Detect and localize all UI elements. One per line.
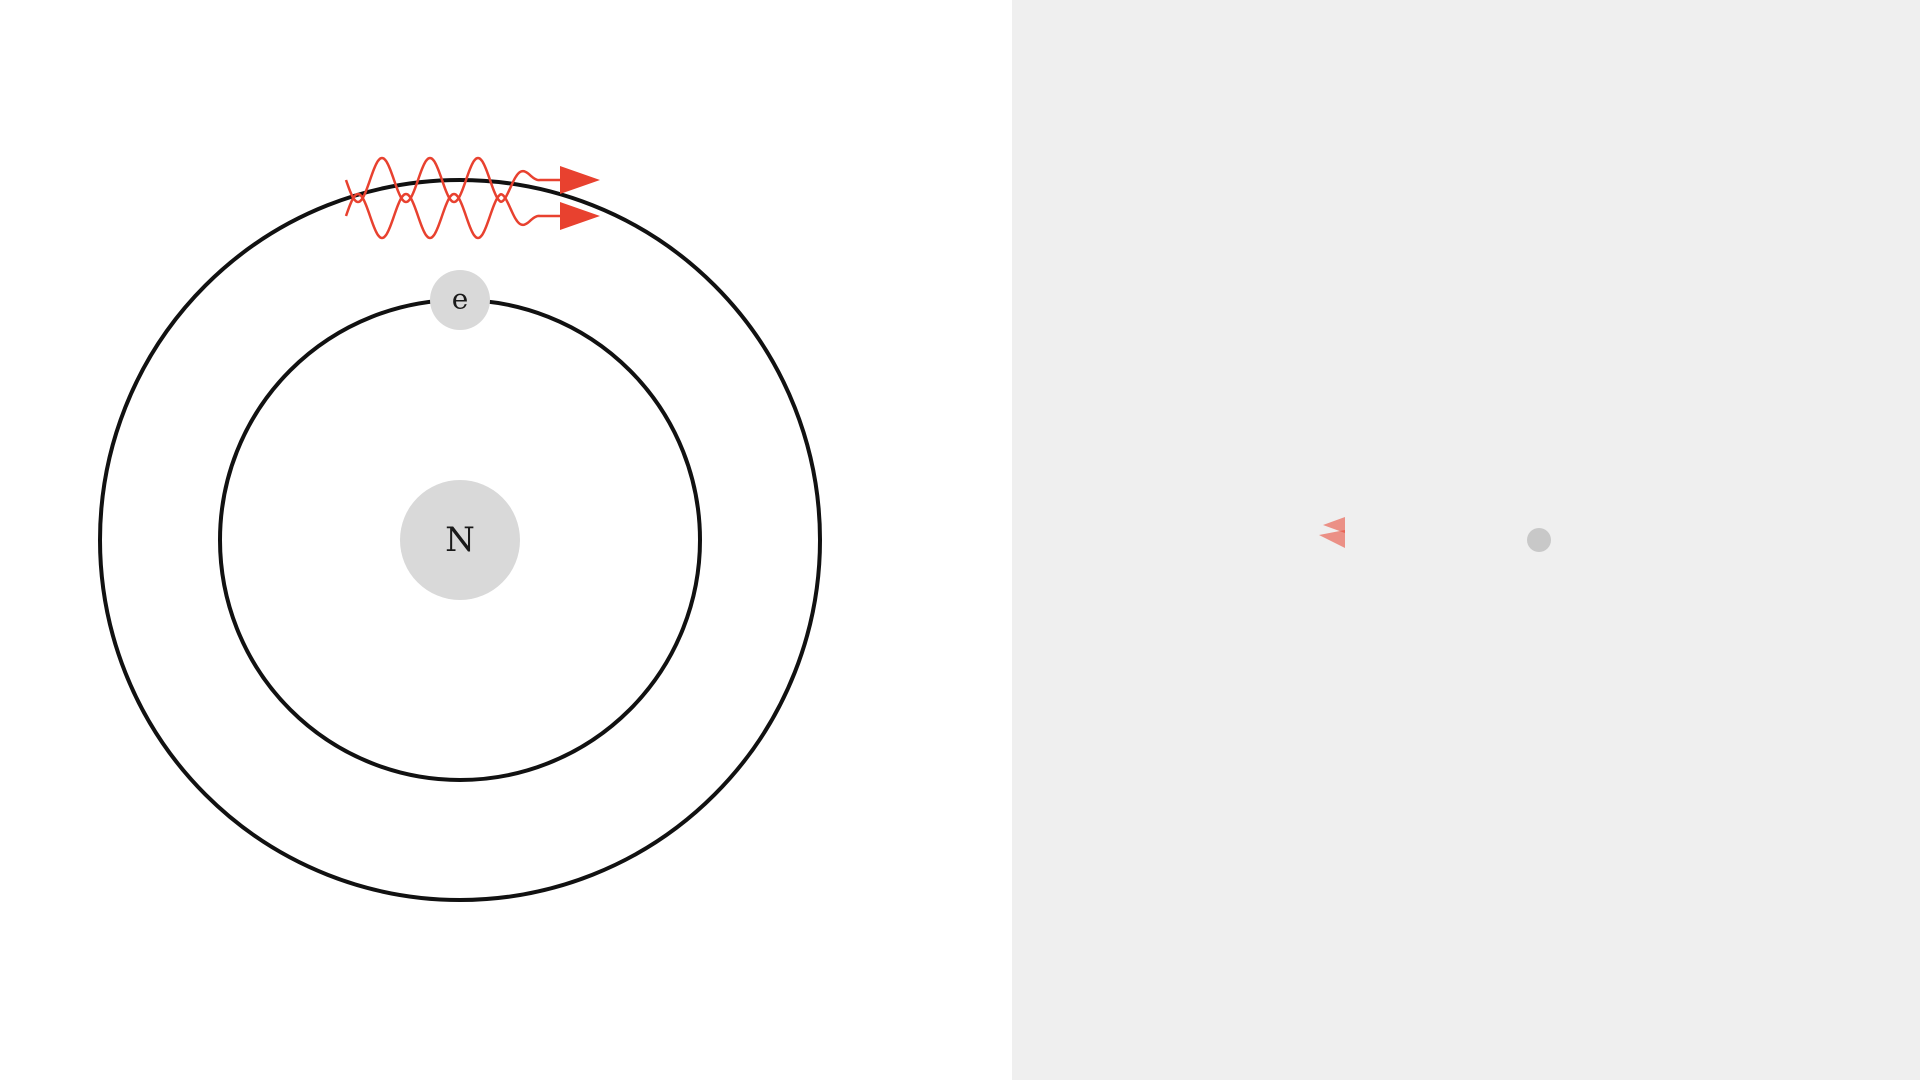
side-preview-panel	[1012, 0, 1920, 1080]
electron-label: e	[452, 283, 469, 316]
side-preview-svg	[1319, 517, 1551, 552]
photon-arrow-small-2	[1319, 530, 1345, 548]
atom-diagram-panel: N e	[98, 156, 822, 902]
atom-diagram-svg: N e	[98, 156, 822, 902]
photon-wave-1	[344, 156, 562, 204]
nucleus-circle	[400, 480, 520, 600]
electron-circle	[430, 270, 490, 330]
outer-orbit	[98, 178, 822, 902]
photon-arrowhead-1	[560, 166, 600, 194]
photon-arrowhead-2	[560, 202, 600, 230]
photon-group	[344, 156, 600, 240]
nucleus: N	[400, 480, 520, 600]
distant-atom-dot	[1527, 528, 1551, 552]
electron: e	[430, 270, 490, 330]
nucleus-label: N	[445, 520, 475, 560]
photon-arrow-small-1	[1323, 517, 1345, 533]
photon-wave-2	[344, 192, 562, 240]
